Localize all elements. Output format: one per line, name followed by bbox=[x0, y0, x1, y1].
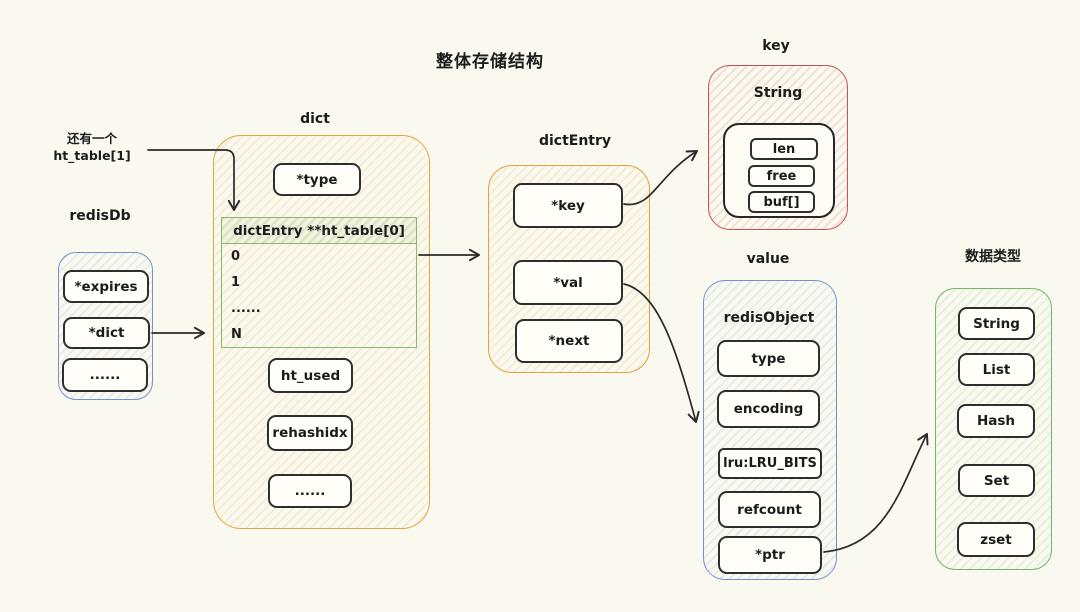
node-rehashidx: rehashidx bbox=[267, 415, 353, 451]
label-key: key bbox=[762, 38, 790, 54]
node-string: String bbox=[958, 307, 1035, 340]
node-ht-used: ht_used bbox=[268, 358, 353, 393]
node-len: len bbox=[750, 138, 818, 160]
node-ptr: *ptr bbox=[718, 536, 822, 574]
label-redisdb: redisDb bbox=[69, 208, 131, 224]
annotation-line1: 还有一个 bbox=[66, 131, 117, 146]
node-buf: buf[] bbox=[748, 191, 815, 213]
arrow-ptr-to-datatypes bbox=[823, 433, 929, 553]
label-dict: dict bbox=[300, 111, 330, 127]
node-next-pointer: *next bbox=[515, 319, 623, 363]
node-list: List bbox=[958, 353, 1035, 386]
node-type-pointer: *type bbox=[273, 163, 361, 196]
diagram-title: 整体存储结构 bbox=[436, 52, 544, 72]
node-encoding: encoding bbox=[717, 390, 820, 428]
node-expires: *expires bbox=[63, 270, 149, 303]
node-lru: lru:LRU_BITS bbox=[718, 448, 822, 479]
node-free: free bbox=[748, 165, 815, 187]
node-refcount: refcount bbox=[718, 491, 821, 528]
table-row-dots: ...... bbox=[231, 301, 261, 316]
annotation-line2: ht_table[1] bbox=[53, 147, 131, 163]
label-value: value bbox=[746, 251, 790, 267]
annotation-ht-table1: 还有一个 ht_table[1] bbox=[46, 131, 138, 165]
node-dict-pointer: *dict bbox=[63, 317, 150, 349]
table-ht-table0-header: dictEntry **ht_table[0] bbox=[222, 218, 416, 244]
panel-dict bbox=[213, 135, 430, 529]
label-datatypes: 数据类型 bbox=[965, 249, 1021, 265]
table-row-n: N bbox=[231, 327, 242, 342]
label-value-struct: redisObject bbox=[723, 310, 815, 326]
table-ht-table0: dictEntry **ht_table[0] 0 1 ...... N bbox=[221, 217, 417, 348]
node-redisdb-dots: ...... bbox=[62, 358, 148, 392]
panel-value bbox=[703, 280, 837, 580]
node-key-pointer: *key bbox=[513, 183, 623, 228]
label-key-struct: String bbox=[753, 85, 803, 101]
node-val-pointer: *val bbox=[513, 260, 623, 305]
node-set: Set bbox=[958, 464, 1035, 497]
label-dictentry: dictEntry bbox=[538, 133, 612, 149]
node-dict-dots: ...... bbox=[268, 474, 352, 508]
node-zset: zset bbox=[957, 522, 1035, 557]
node-type: type bbox=[717, 340, 820, 377]
node-hash: Hash bbox=[957, 404, 1035, 438]
table-row-1: 1 bbox=[231, 275, 241, 290]
table-row-0: 0 bbox=[231, 249, 241, 264]
